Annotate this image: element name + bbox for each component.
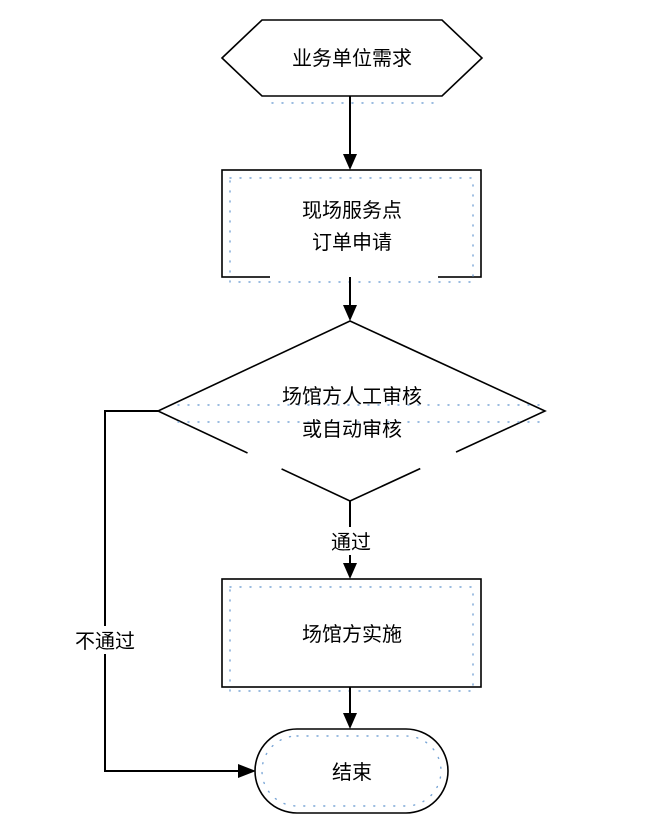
- end-label: 结束: [332, 760, 372, 784]
- review-edge-gap-left: [246, 449, 284, 471]
- start-node: 业务单位需求: [220, 19, 484, 104]
- start-label: 业务单位需求: [292, 46, 412, 70]
- implement-dotted-trace: [229, 586, 474, 692]
- review-edge-gap-right: [418, 449, 458, 471]
- edge-fail-line: [104, 410, 240, 772]
- review-diamond-shape: [156, 320, 547, 502]
- review-label-line2: 或自动审核: [302, 417, 402, 441]
- edge-apply-to-review-arrowhead: [343, 305, 357, 321]
- edge-apply-to-review: [343, 277, 357, 321]
- end-node: 结束: [254, 728, 449, 814]
- edge-start-to-apply: [343, 96, 357, 170]
- end-terminator-shape: [254, 728, 449, 814]
- apply-label-line1: 现场服务点: [302, 198, 402, 222]
- edge-fail-arrowhead: [238, 764, 256, 778]
- edge-implement-to-end-arrowhead: [343, 713, 357, 729]
- edge-start-to-apply-arrowhead: [343, 154, 357, 170]
- edge-pass-arrowhead: [343, 563, 357, 579]
- implement-node: 场馆方实施: [221, 578, 482, 692]
- edge-pass-label: 通过: [331, 530, 371, 554]
- apply-node: 现场服务点 订单申请: [221, 169, 482, 283]
- edge-implement-to-end: [343, 687, 357, 729]
- edge-fail-label-bg: [66, 626, 144, 654]
- edge-fail-label: 不通过: [75, 629, 135, 653]
- implement-box-shape: [221, 578, 482, 688]
- apply-box-shape: [221, 169, 482, 278]
- edge-pass-label-bg: [322, 527, 380, 555]
- edge-review-to-implement: 通过: [322, 501, 380, 579]
- edge-review-to-end: 不通过: [66, 410, 256, 778]
- review-node: 场馆方人工审核 或自动审核: [156, 320, 549, 502]
- apply-label-line2: 订单申请: [312, 230, 392, 254]
- implement-label: 场馆方实施: [302, 622, 402, 646]
- start-hexagon-shape: [220, 19, 484, 97]
- apply-dotted-trace: [229, 177, 474, 283]
- review-label-line1: 场馆方人工审核: [282, 384, 422, 408]
